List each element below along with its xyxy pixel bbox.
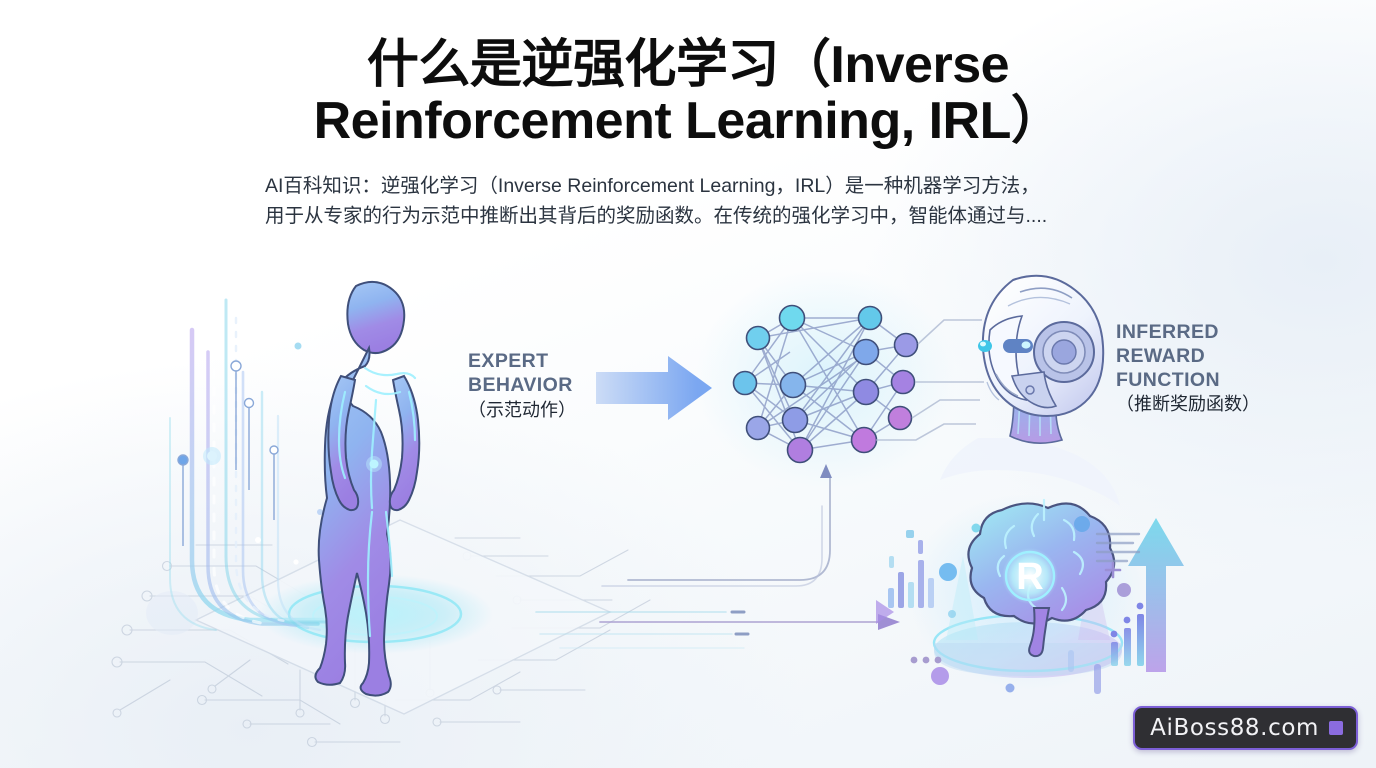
inferred-reward-function-label: INFERRED REWARD FUNCTION （推断奖励函数） <box>1116 321 1260 416</box>
robot-head-graphic <box>940 274 1120 506</box>
expert-behavior-label-en-line-2: BEHAVIOR <box>468 373 573 396</box>
data-flow-lines <box>169 298 332 632</box>
neural-network-graphic <box>696 268 984 488</box>
data-flow-nodes <box>177 342 323 565</box>
connector-lines <box>535 464 900 649</box>
page-title: 什么是逆强化学习（Inverse Reinforcement Learning,… <box>308 36 1068 150</box>
reward-label-en-line-2: REWARD <box>1116 344 1206 367</box>
reward-label-en-line-3: FUNCTION <box>1116 368 1220 391</box>
bar-chart-left <box>888 540 934 608</box>
header-block: 什么是逆强化学习（Inverse Reinforcement Learning,… <box>0 36 1376 232</box>
watermark-square-icon <box>1329 721 1343 735</box>
page-subtitle: AI百科知识：逆强化学习（Inverse Reinforcement Learn… <box>265 171 1111 231</box>
page-title-line-2: Reinforcement Learning, IRL） <box>313 91 1063 150</box>
expert-behavior-label-en-line-1: EXPERT <box>468 350 549 372</box>
watermark-text: AiBoss88.com <box>1150 715 1319 741</box>
brain-reward-letter: R <box>1016 556 1043 598</box>
watermark-badge: AiBoss88.com <box>1133 706 1358 750</box>
expert-behavior-label: EXPERT BEHAVIOR （示范动作） <box>468 350 576 422</box>
expert-behavior-label-cn: （示范动作） <box>468 399 576 420</box>
page-subtitle-line-2: 用于从专家的行为示范中推断出其背后的奖励函数。在传统的强化学习中，智能体通过与.… <box>265 205 1048 228</box>
human-figure-graphic <box>314 280 421 697</box>
page-subtitle-line-1: AI百科知识：逆强化学习（Inverse Reinforcement Learn… <box>265 175 1040 198</box>
page-title-line-1: 什么是逆强化学习（Inverse <box>366 36 1010 94</box>
expert-arrow-icon <box>596 356 712 420</box>
bar-chart-right <box>1110 602 1144 666</box>
reward-label-cn: （推断奖励函数） <box>1116 394 1260 415</box>
brain-reward-graphic: R <box>876 494 1184 694</box>
reward-label-en-line-1: INFERRED <box>1116 321 1219 343</box>
